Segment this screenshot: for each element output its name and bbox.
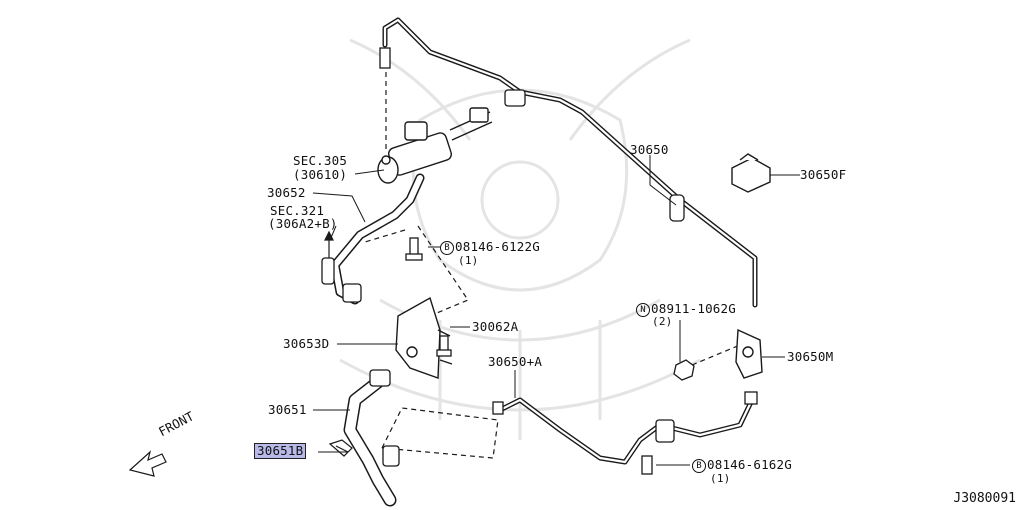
label-30653d[interactable]: 30653D [283, 336, 330, 351]
nut-partno: 08911-1062G [651, 301, 736, 316]
leader-lines [312, 155, 800, 466]
dashed-guides [364, 72, 741, 459]
label-nut-qty: (2) [652, 315, 673, 328]
label-sec321[interactable]: SEC.321 [270, 203, 325, 218]
label-sec305[interactable]: SEC.305 [293, 153, 348, 168]
label-30652[interactable]: 30652 [267, 185, 306, 200]
master-cylinder [377, 107, 493, 184]
clip-30650f [731, 153, 771, 193]
bolt-mark-icon: B [440, 240, 454, 255]
bracket-30653d [395, 296, 453, 379]
label-bolt2-qty: (1) [710, 472, 731, 485]
label-30650[interactable]: 30650 [630, 142, 669, 157]
front-indicator: FRONT [128, 408, 228, 480]
label-30650f[interactable]: 30650F [800, 167, 847, 182]
bolt-partno: 08146-6162G [707, 457, 792, 472]
bracket-30650m [735, 328, 763, 379]
label-30651b[interactable]: 30651B [254, 443, 307, 459]
label-bolt-qty: (1) [458, 254, 479, 267]
label-30062a[interactable]: 30062A [472, 319, 519, 334]
clamp-30651b [328, 439, 353, 457]
sec321-arrow [324, 230, 334, 258]
label-30650a[interactable]: 30650+A [488, 354, 543, 369]
bolt-partno: 08146-6122G [455, 239, 540, 254]
label-30650m[interactable]: 30650M [787, 349, 834, 364]
label-30651[interactable]: 30651 [268, 402, 307, 417]
bolt-mark-icon: B [692, 458, 706, 473]
front-arrow-icon [128, 450, 167, 477]
fittings [321, 47, 758, 475]
nut-mark-icon: N [636, 302, 650, 317]
label-sec305-sub: (30610) [293, 167, 348, 182]
label-sec321-sub: (306A2+B) [268, 216, 338, 231]
diagram-code: J3080091 [953, 491, 1016, 506]
